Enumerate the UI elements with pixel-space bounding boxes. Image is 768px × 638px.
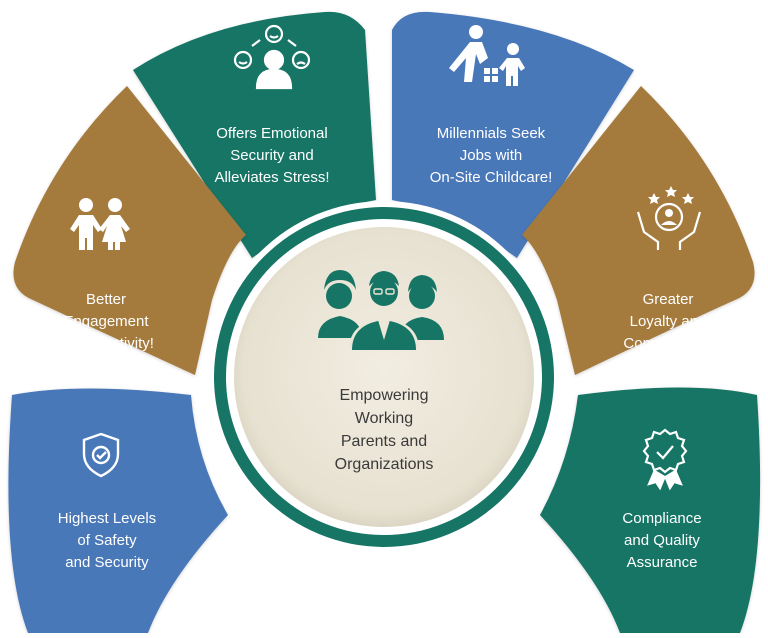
quality-badge-check-icon	[642, 428, 688, 491]
two-children-icon	[70, 198, 130, 250]
segment-compliance	[540, 387, 761, 633]
team-of-three-people-icon	[318, 270, 444, 350]
segment-childcare	[392, 11, 634, 259]
center-core	[234, 227, 534, 527]
parent-child-playing-icon	[449, 25, 525, 86]
segment-safety	[8, 388, 229, 633]
outer-segments	[8, 11, 761, 633]
emotions-faces-icon	[233, 24, 311, 90]
segment-engagement	[13, 86, 246, 375]
segment-loyalty	[522, 86, 755, 375]
shield-check-icon	[82, 432, 120, 478]
hands-star-rating-icon	[636, 186, 702, 250]
segment-emotional	[133, 11, 376, 259]
